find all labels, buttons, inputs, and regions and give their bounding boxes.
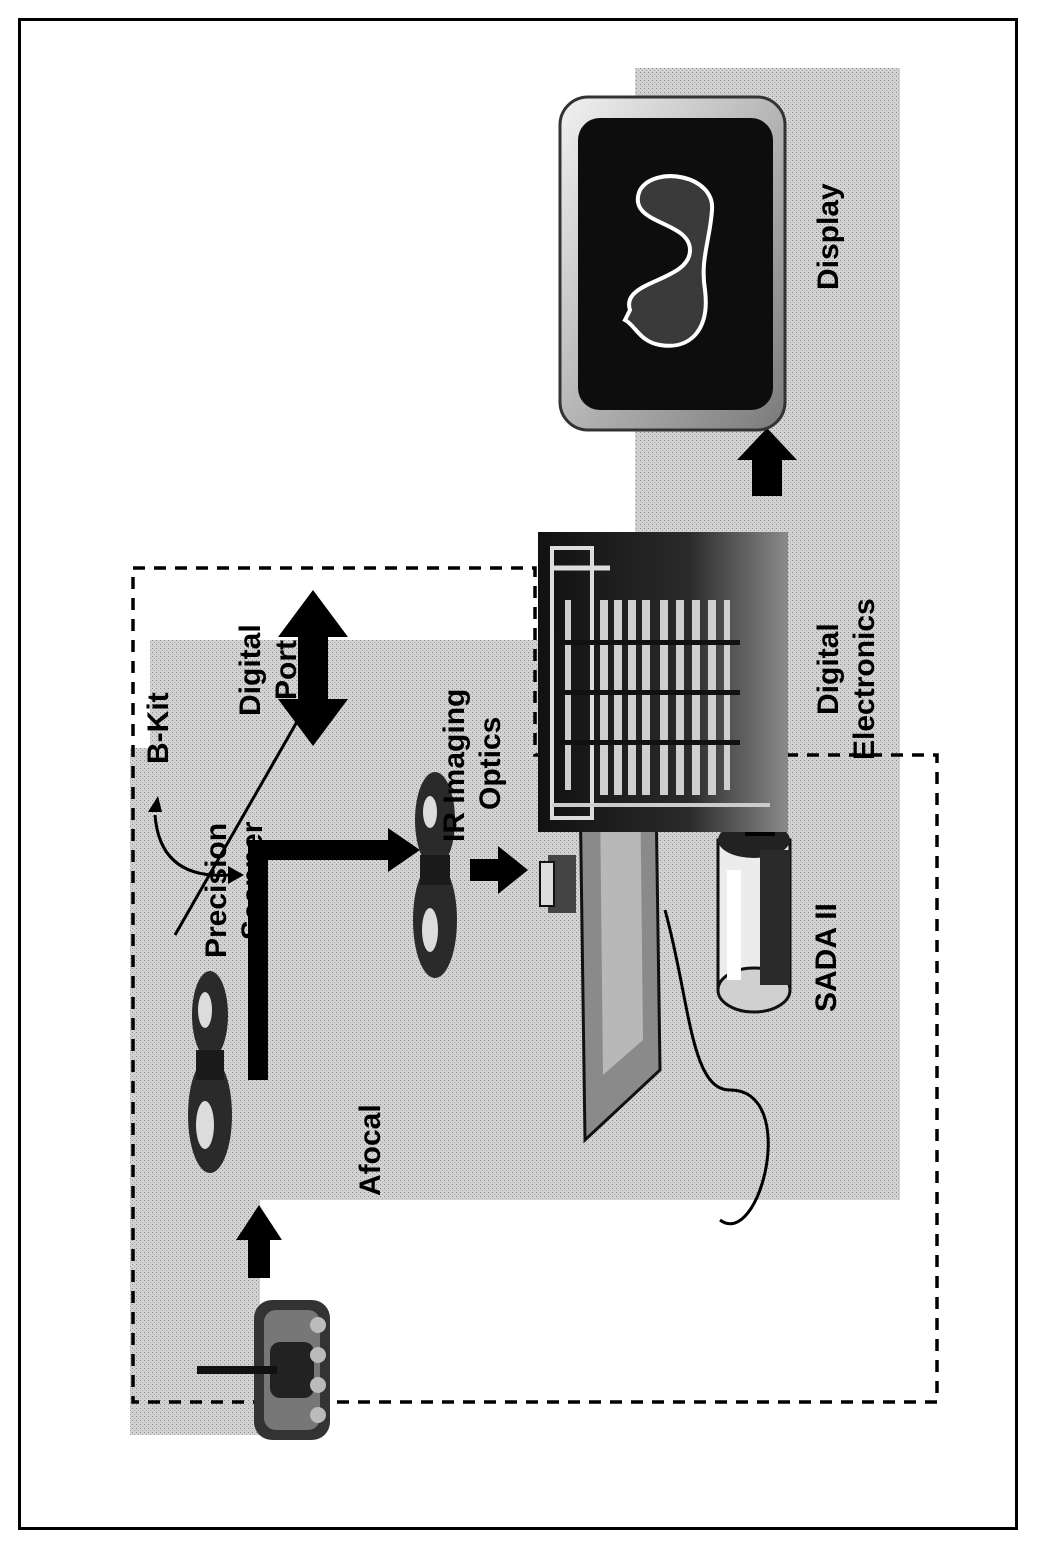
sada-cylinder-icon [716, 822, 792, 1014]
precision-scanner-icon [148, 684, 320, 936]
label-precision: Precision [200, 823, 233, 958]
label-afocal: Afocal [354, 1104, 387, 1196]
ir-lens-icon [413, 772, 457, 978]
label-ir-imaging: IR Imaging [438, 689, 471, 842]
label-b-kit: B-Kit [142, 692, 175, 764]
label-scanner: Scanner [236, 821, 269, 940]
tank-icon [197, 1300, 330, 1440]
b-kit-boundary [131, 566, 939, 1404]
arrow-tank-to-afocal [236, 1205, 282, 1278]
digital-port-arrow [278, 590, 348, 746]
label-digital-port-1: Digital [234, 624, 267, 716]
display-target-outline [622, 174, 715, 348]
label-digital-port-2: Port [270, 640, 303, 700]
monitor-icon [558, 95, 787, 432]
label-optics: Optics [474, 717, 507, 810]
cable-line [663, 909, 770, 1225]
circuit-board-icon [538, 532, 788, 832]
arrow-ir-to-detector [470, 846, 528, 894]
label-sada-ii: SADA II [810, 903, 843, 1012]
optical-path-arrow [248, 828, 420, 1080]
afocal-lens-icon [188, 971, 232, 1173]
label-digital-electronics-2: Electronics [848, 598, 881, 760]
label-display: Display [812, 183, 845, 290]
arrow-electronics-to-display [737, 428, 797, 496]
label-digital-electronics-1: Digital [812, 623, 845, 715]
